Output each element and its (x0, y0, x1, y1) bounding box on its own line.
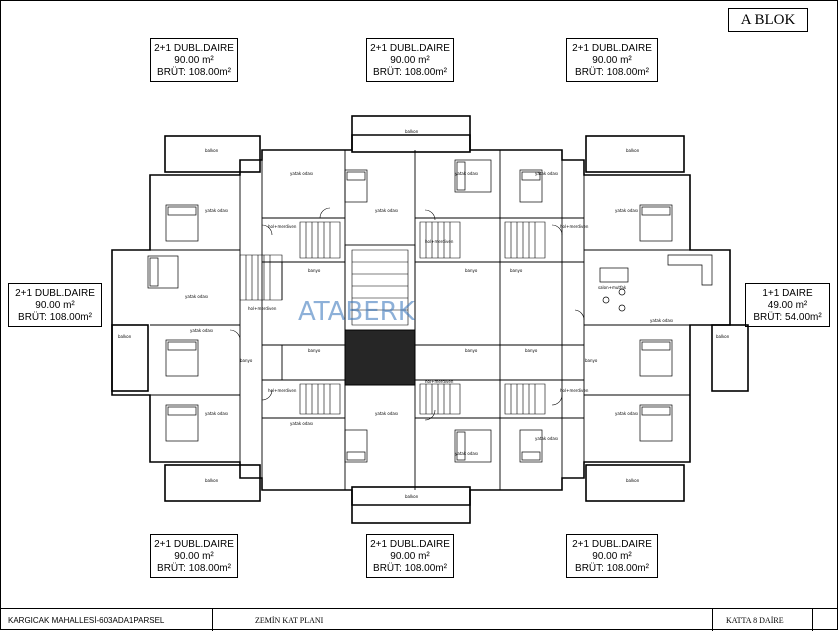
unit-net-area: 90.00 m² (592, 55, 632, 66)
room-label: yatak odası (205, 208, 228, 213)
room-label: hol+merdiven (560, 388, 589, 393)
unit-net-area: 90.00 m² (390, 55, 430, 66)
balcony-bottom-center (351, 486, 471, 524)
title-block-divider (812, 609, 813, 631)
unit-net-area: 90.00 m² (592, 551, 632, 562)
room-label: banyo (585, 358, 598, 363)
room-label: balkon (405, 129, 419, 134)
room-label: banyo (510, 268, 523, 273)
unit-type: 2+1 DUBL.DAIRE (154, 539, 234, 550)
unit-type: 2+1 DUBL.DAIRE (154, 43, 234, 54)
room-label: hol+merdiven (268, 388, 297, 393)
block-label: A BLOK (728, 8, 808, 32)
room-label: banyo (308, 268, 321, 273)
room-label: balkon (205, 478, 219, 483)
unit-gross-area: BRÜT: 108.00m² (575, 67, 649, 78)
unit-gross-area: BRÜT: 108.00m² (18, 312, 92, 323)
room-label: yatak odası (615, 411, 638, 416)
room-label: hol+merdiven (425, 379, 454, 384)
room-label: hol+merdiven (425, 239, 454, 244)
room-label: yatak odası (455, 451, 478, 456)
unit-count: KATTA 8 DAİRE (726, 616, 784, 625)
room-label: yatak odası (455, 171, 478, 176)
balcony-bottom-right (585, 464, 685, 502)
room-label: yatak odası (205, 411, 228, 416)
unit-box-mid-left: 2+1 DUBL.DAIRE 90.00 m² BRÜT: 108.00m² (8, 283, 102, 327)
unit-gross-area: BRÜT: 108.00m² (575, 563, 649, 574)
balcony-top-right (585, 135, 685, 173)
room-label: hol+merdiven (560, 224, 589, 229)
room-label: yatak odası (290, 171, 313, 176)
building-outline (111, 134, 731, 506)
title-block-divider (712, 609, 713, 631)
unit-gross-area: BRÜT: 108.00m² (157, 67, 231, 78)
room-label: yatak odası (290, 421, 313, 426)
balcony-right (711, 324, 749, 392)
unit-type: 2+1 DUBL.DAIRE (370, 539, 450, 550)
room-label: hol+merdiven (248, 306, 277, 311)
room-label: banyo (465, 348, 478, 353)
watermark: ATABERK (298, 297, 416, 327)
plan-name: ZEMİN KAT PLANI (255, 616, 324, 625)
room-label: yatak odası (535, 171, 558, 176)
unit-box-bottom-center: 2+1 DUBL.DAIRE 90.00 m² BRÜT: 108.00m² (366, 534, 454, 578)
project-name: KARGICAK MAHALLESİ-603ADA1PARSEL (8, 616, 165, 625)
unit-type: 1+1 DAIRE (762, 288, 813, 299)
balcony-top-center (351, 115, 471, 153)
balcony-left (111, 324, 149, 392)
room-label: yatak odası (650, 318, 673, 323)
room-label: balkon (626, 148, 640, 153)
room-label: salon+mutfak (598, 285, 627, 290)
unit-gross-area: BRÜT: 108.00m² (157, 563, 231, 574)
room-label: balkon (626, 478, 640, 483)
unit-net-area: 90.00 m² (174, 551, 214, 562)
title-block: KARGICAK MAHALLESİ-603ADA1PARSEL ZEMİN K… (0, 608, 838, 631)
room-label: balkon (405, 494, 419, 499)
balcony-bottom-left (164, 464, 261, 502)
room-label: banyo (308, 348, 321, 353)
balcony-top-left (164, 135, 261, 173)
room-label: yatak odası (190, 328, 213, 333)
unit-gross-area: BRÜT: 108.00m² (373, 67, 447, 78)
unit-gross-area: BRÜT: 108.00m² (373, 563, 447, 574)
room-label: yatak odası (615, 208, 638, 213)
room-label: hol+merdiven (268, 224, 297, 229)
room-label: yatak odası (185, 294, 208, 299)
unit-type: 2+1 DUBL.DAIRE (572, 539, 652, 550)
room-label: balkon (716, 334, 730, 339)
unit-net-area: 49.00 m² (767, 300, 808, 311)
unit-net-area: 90.00 m² (174, 55, 214, 66)
room-label: yatak odası (535, 436, 558, 441)
unit-gross-area: BRÜT: 54.00m² (753, 312, 822, 323)
room-label: yatak odası (375, 411, 398, 416)
room-label: balkon (118, 334, 132, 339)
unit-box-mid-right: 1+1 DAIRE 49.00 m² BRÜT: 54.00m² (745, 283, 830, 327)
unit-box-bottom-left: 2+1 DUBL.DAIRE 90.00 m² BRÜT: 108.00m² (150, 534, 238, 578)
unit-net-area: 90.00 m² (35, 300, 75, 311)
title-block-divider (212, 609, 213, 631)
room-label: balkon (205, 148, 219, 153)
room-label: banyo (465, 268, 478, 273)
unit-box-top-right: 2+1 DUBL.DAIRE 90.00 m² BRÜT: 108.00m² (566, 38, 658, 82)
room-label: banyo (525, 348, 538, 353)
room-label: yatak odası (375, 208, 398, 213)
room-label: banyo (240, 358, 253, 363)
unit-type: 2+1 DUBL.DAIRE (370, 43, 450, 54)
unit-net-area: 90.00 m² (390, 551, 430, 562)
unit-box-top-left: 2+1 DUBL.DAIRE 90.00 m² BRÜT: 108.00m² (150, 38, 238, 82)
unit-box-top-center: 2+1 DUBL.DAIRE 90.00 m² BRÜT: 108.00m² (366, 38, 454, 82)
unit-type: 2+1 DUBL.DAIRE (572, 43, 652, 54)
unit-type: 2+1 DUBL.DAIRE (15, 288, 95, 299)
unit-box-bottom-right: 2+1 DUBL.DAIRE 90.00 m² BRÜT: 108.00m² (566, 534, 658, 578)
